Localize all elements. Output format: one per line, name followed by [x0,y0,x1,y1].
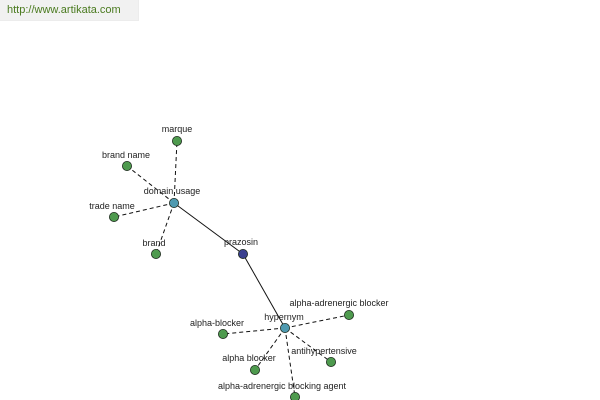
leaf-alpha-blocker-hyphen-node[interactable] [217,328,228,339]
edge-hypernym-alpha_adrenergic_blocking_agent [284,327,296,398]
leaf-brand-name-label[interactable]: brand name [102,150,150,160]
leaf-marque-label[interactable]: marque [162,124,193,134]
hub-hypernym-label[interactable]: hypernym [264,312,304,322]
leaf-alpha-adrenergic-blocker-node[interactable] [343,309,354,320]
leaf-brand-name-node[interactable] [122,160,133,171]
edge-hypernym-antihypertensive [284,327,332,363]
edge-hypernym-alpha_blocker_hyphen [222,327,286,335]
leaf-brand-label[interactable]: brand [142,238,165,248]
edge-prazosin-hypernym [242,253,286,329]
center-prazosin-label[interactable]: prazosin [224,237,258,247]
nodes-layer [109,135,354,400]
leaf-antihypertensive-label[interactable]: antihypertensive [291,346,357,356]
url-bar: http://www.artikata.com [0,0,139,21]
leaf-marque-node[interactable] [171,135,182,146]
leaf-alpha-adrenergic-blocker-label[interactable]: alpha-adrenergic blocker [289,298,388,308]
edge-domain_usage-marque [173,140,178,204]
leaf-trade-name-node[interactable] [109,211,120,222]
leaf-alpha-adrenergic-blocking-agent-node[interactable] [290,392,300,400]
hub-hypernym-node[interactable] [279,322,290,333]
leaf-alpha-blocker-node[interactable] [249,364,260,375]
leaf-trade-name-label[interactable]: trade name [89,201,135,211]
edge-prazosin-domain_usage [173,202,244,255]
hub-domain-usage-label[interactable]: domain usage [144,186,201,196]
hub-domain-usage-node[interactable] [168,197,179,208]
edge-domain_usage-trade_name [113,202,175,218]
labels-layer: marque brand name trade name brand alpha-adr… [89,124,388,391]
leaf-alpha-adrenergic-blocking-agent-label[interactable]: alpha-adrenergic blocking agent [218,381,347,391]
leaf-alpha-blocker-hyphen-label[interactable]: alpha-blocker [190,318,244,328]
edge-domain_usage-brand_name [126,165,175,204]
leaf-brand-node[interactable] [150,248,161,259]
edge-hypernym-alpha_adrenergic_blocker [284,314,350,329]
edges-layer [113,140,350,398]
leaf-antihypertensive-node[interactable] [325,356,336,367]
site-url-link[interactable]: http://www.artikata.com [7,4,121,16]
leaf-alpha-blocker-label[interactable]: alpha blocker [222,353,276,363]
center-prazosin-node[interactable] [237,248,248,259]
edge-hypernym-alpha_blocker [254,327,286,371]
edge-domain_usage-brand [155,202,175,255]
